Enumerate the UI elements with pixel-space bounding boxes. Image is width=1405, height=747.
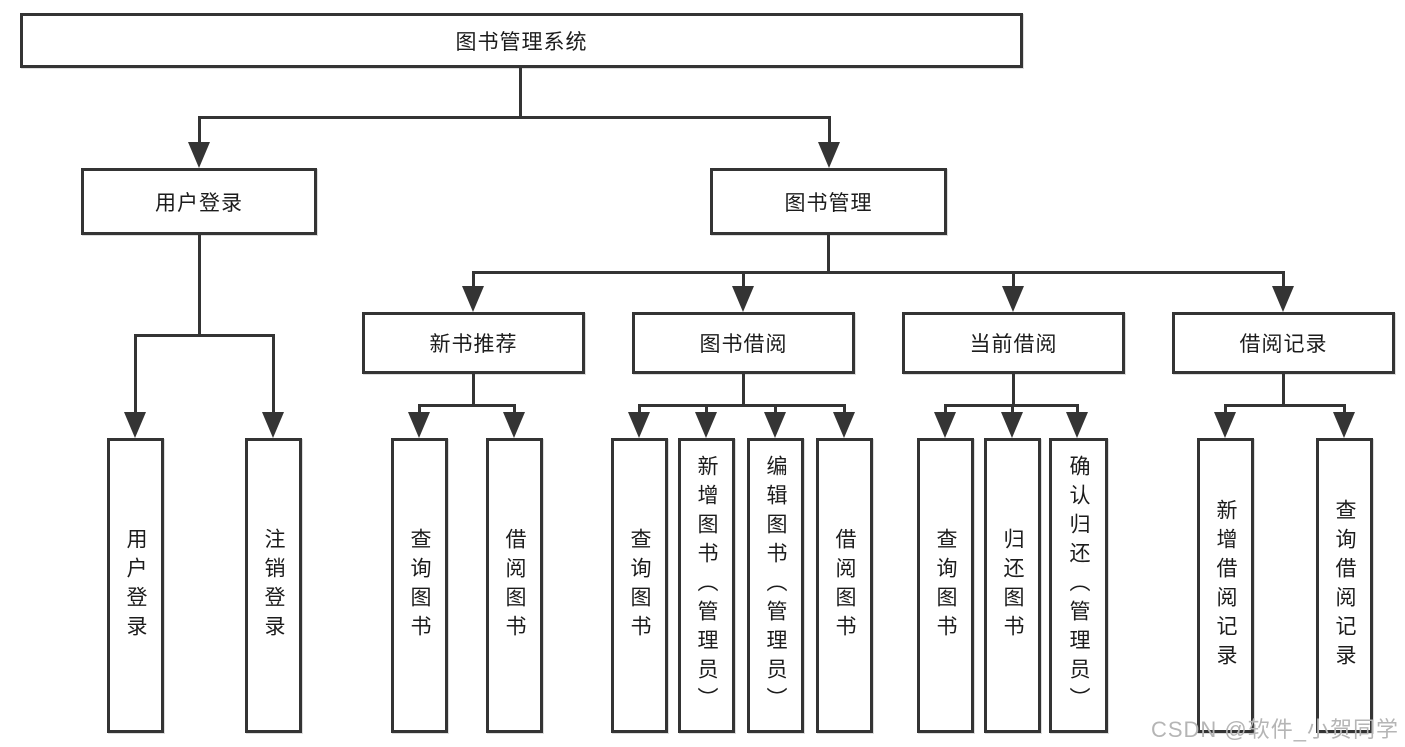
- arrowhead-icon: [833, 412, 855, 438]
- connector-vline: [519, 68, 522, 118]
- connector-vline: [827, 235, 830, 274]
- connector-vline: [1076, 404, 1079, 418]
- leaf-newbook-query-book: 查询图书: [391, 438, 448, 733]
- node-current-borrow-label: 当前借阅: [969, 333, 1058, 356]
- node-book-management: 图书管理: [710, 168, 947, 235]
- arrowhead-icon: [934, 412, 956, 438]
- node-new-book-recommend-label: 新书推荐: [429, 333, 518, 356]
- connector-vline: [1012, 374, 1015, 407]
- arrowhead-icon: [1002, 286, 1024, 312]
- arrowhead-icon: [462, 286, 484, 312]
- leaf-add-book-admin-label: 新增图书（管理员）: [695, 455, 718, 716]
- node-book-borrow-label: 图书借阅: [699, 333, 788, 356]
- connector-vline: [272, 334, 275, 414]
- arrowhead-icon: [818, 142, 840, 168]
- connector-vline: [1282, 374, 1285, 407]
- connector-hline: [1224, 404, 1346, 407]
- leaf-current-query-book: 查询图书: [917, 438, 974, 733]
- arrowhead-icon: [188, 142, 210, 168]
- leaf-return-book: 归还图书: [984, 438, 1041, 733]
- connector-vline: [742, 374, 745, 407]
- node-root-label: 图书管理系统: [455, 30, 588, 54]
- leaf-add-borrow-record-label: 新增借阅记录: [1214, 498, 1237, 673]
- leaf-add-borrow-record: 新增借阅记录: [1197, 438, 1254, 733]
- connector-hline: [198, 116, 831, 119]
- leaf-borrow-borrow-book-label: 借阅图书: [833, 527, 856, 644]
- node-root: 图书管理系统: [20, 13, 1023, 68]
- leaf-newbook-borrow-book-label: 借阅图书: [503, 527, 526, 644]
- arrowhead-icon: [628, 412, 650, 438]
- leaf-borrow-query-book-label: 查询图书: [628, 527, 651, 644]
- node-new-book-recommend: 新书推荐: [362, 312, 585, 374]
- leaf-current-query-book-label: 查询图书: [934, 527, 957, 644]
- connector-vline: [944, 404, 947, 418]
- leaf-confirm-return-admin-label: 确认归还（管理员）: [1067, 455, 1090, 716]
- leaf-newbook-borrow-book: 借阅图书: [486, 438, 543, 733]
- leaf-newbook-query-book-label: 查询图书: [408, 527, 431, 644]
- connector-hline: [638, 404, 846, 407]
- connector-vline: [828, 116, 831, 146]
- connector-vline: [198, 235, 201, 337]
- leaf-logout-label: 注销登录: [262, 527, 285, 644]
- connector-hline: [134, 334, 275, 337]
- arrowhead-icon: [408, 412, 430, 438]
- connector-vline: [1282, 271, 1285, 291]
- connector-hline: [472, 271, 1285, 274]
- leaf-add-book-admin: 新增图书（管理员）: [678, 438, 735, 733]
- connector-vline: [774, 404, 777, 418]
- connector-vline: [1224, 404, 1227, 418]
- arrowhead-icon: [764, 412, 786, 438]
- connector-vline: [513, 404, 516, 418]
- arrowhead-icon: [1001, 412, 1023, 438]
- leaf-edit-book-admin: 编辑图书（管理员）: [747, 438, 804, 733]
- arrowhead-icon: [124, 412, 146, 438]
- arrowhead-icon: [1066, 412, 1088, 438]
- arrowhead-icon: [262, 412, 284, 438]
- leaf-user-login: 用户登录: [107, 438, 164, 733]
- connector-vline: [418, 404, 421, 418]
- connector-vline: [134, 334, 137, 414]
- leaf-logout: 注销登录: [245, 438, 302, 733]
- connector-vline: [1011, 404, 1014, 418]
- node-user-login: 用户登录: [81, 168, 317, 235]
- csdn-watermark: CSDN @软件_小贺同学: [1150, 717, 1399, 742]
- node-borrow-records: 借阅记录: [1172, 312, 1395, 374]
- arrowhead-icon: [1272, 286, 1294, 312]
- node-borrow-records-label: 借阅记录: [1239, 333, 1328, 356]
- connector-vline: [638, 404, 641, 418]
- leaf-borrow-borrow-book: 借阅图书: [816, 438, 873, 733]
- node-book-management-label: 图书管理: [784, 191, 873, 215]
- connector-hline: [418, 404, 516, 407]
- leaf-edit-book-admin-label: 编辑图书（管理员）: [764, 455, 787, 716]
- arrowhead-icon: [695, 412, 717, 438]
- connector-vline: [472, 374, 475, 407]
- arrowhead-icon: [1333, 412, 1355, 438]
- connector-vline: [472, 271, 475, 291]
- leaf-query-borrow-record: 查询借阅记录: [1316, 438, 1373, 733]
- connector-vline: [1343, 404, 1346, 418]
- connector-vline: [843, 404, 846, 418]
- connector-vline: [742, 271, 745, 291]
- node-current-borrow: 当前借阅: [902, 312, 1125, 374]
- arrowhead-icon: [503, 412, 525, 438]
- arrowhead-icon: [732, 286, 754, 312]
- leaf-confirm-return-admin: 确认归还（管理员）: [1049, 438, 1108, 733]
- leaf-return-book-label: 归还图书: [1001, 527, 1024, 644]
- node-user-login-label: 用户登录: [155, 191, 243, 215]
- leaf-user-login-label: 用户登录: [124, 527, 147, 644]
- leaf-borrow-query-book: 查询图书: [611, 438, 668, 733]
- arrowhead-icon: [1214, 412, 1236, 438]
- connector-vline: [198, 116, 201, 146]
- leaf-query-borrow-record-label: 查询借阅记录: [1333, 498, 1356, 673]
- connector-vline: [1012, 271, 1015, 291]
- node-book-borrow: 图书借阅: [632, 312, 855, 374]
- connector-vline: [705, 404, 708, 418]
